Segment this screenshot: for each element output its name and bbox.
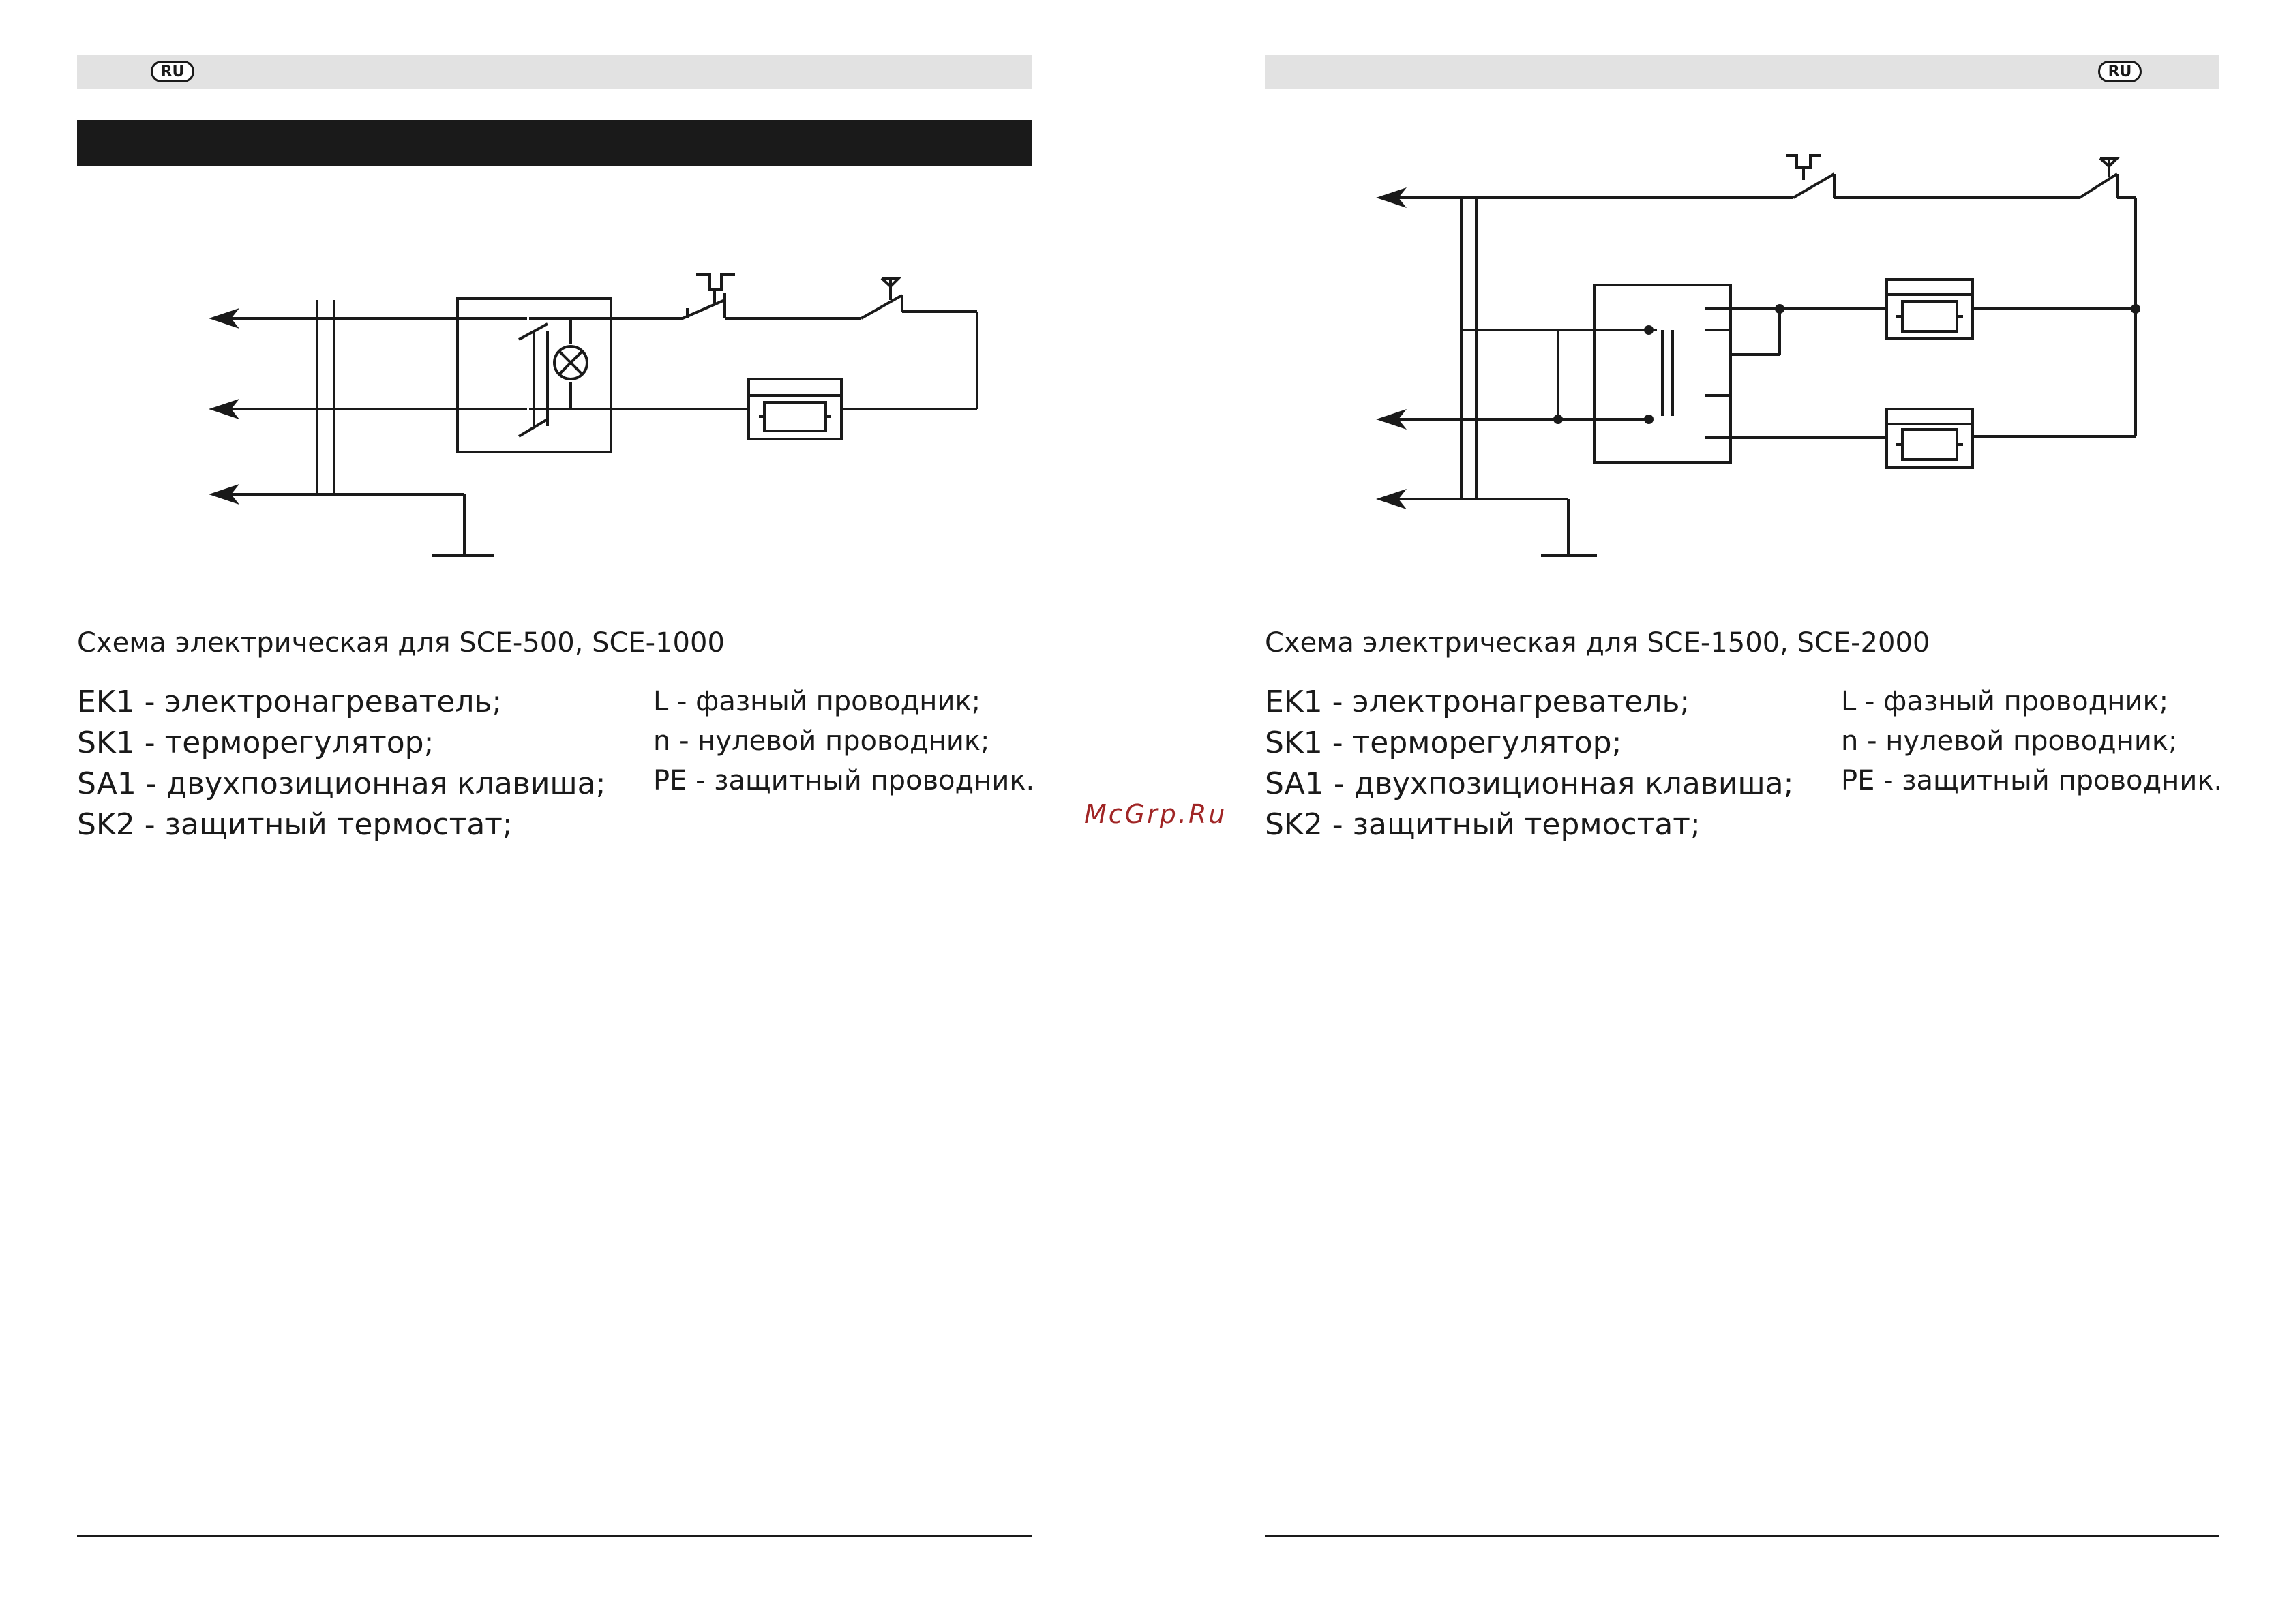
legend-item: L - фазный проводник; (1841, 686, 2169, 717)
legend-item: SK2 - защитный термостат; (77, 807, 513, 842)
wiring-diagram-left-icon (209, 273, 978, 557)
arrow-n-icon (1376, 409, 1407, 430)
arrow-l-icon (1376, 187, 1407, 208)
left-page: RU (77, 0, 1035, 1624)
legend-item: n - нулевой проводник; (1841, 725, 2178, 757)
legend-conductors: L - фазный проводник; n - нулевой провод… (1841, 682, 2223, 800)
watermark-text: McGrp.Ru (1084, 799, 1227, 829)
footer-rule (77, 1535, 1032, 1537)
diagram-caption: Схема электрическая для SCE-1500, SCE-20… (1265, 627, 1930, 659)
legend-item: EK1 - электронагреватель; (77, 685, 503, 719)
switch-box-sa1 (456, 297, 612, 453)
footer-rule (1265, 1535, 2219, 1537)
legend-item: L - фазный проводник; (653, 686, 981, 717)
switch-box-sa1 (1593, 284, 1732, 464)
legend-item: SK1 - терморегулятор; (77, 725, 434, 760)
diagram-caption: Схема электрическая для SCE-500, SCE-100… (77, 627, 725, 659)
legend-item: PE - защитный проводник. (1841, 765, 2223, 796)
legend-item: EK1 - электронагреватель; (1265, 685, 1690, 719)
protective-thermostat-sk2-icon (861, 294, 903, 320)
arrow-l-icon (209, 308, 239, 329)
legend-item: n - нулевой проводник; (653, 725, 990, 757)
language-badge: RU (151, 61, 194, 82)
legend-components: EK1 - электронагреватель; SK1 - терморег… (77, 682, 636, 845)
legend-item: SK2 - защитный термостат; (1265, 807, 1701, 842)
heater-ek1-bottom-icon (1885, 408, 1974, 469)
thermostat-sk1-icon (682, 299, 725, 320)
right-page: RU (1265, 0, 2222, 1624)
legend-item: SA1 - двухпозиционная клавиша; (77, 766, 606, 801)
legend-item: SK1 - терморегулятор; (1265, 725, 1622, 760)
legend-components: EK1 - электронагреватель; SK1 - терморег… (1265, 682, 1824, 845)
wiring-diagram-right-icon (1376, 154, 2140, 557)
indicator-lamp-icon (553, 345, 588, 380)
legend-conductors: L - фазный проводник; n - нулевой провод… (653, 682, 1035, 800)
arrow-n-icon (209, 399, 239, 419)
section-title-bar (77, 120, 1032, 166)
language-badge: RU (2098, 61, 2142, 82)
legend-item: PE - защитный проводник. (653, 765, 1035, 796)
legend-item: SA1 - двухпозиционная клавиша; (1265, 766, 1794, 801)
header-bar: RU (1265, 55, 2219, 89)
protective-thermostat-sk2-icon (2078, 172, 2119, 199)
header-bar: RU (77, 55, 1032, 89)
arrow-pe-icon (209, 484, 239, 505)
arrow-pe-icon (1376, 489, 1407, 509)
heater-ek1-top-icon (1885, 278, 1974, 340)
thermostat-sk1-icon (1792, 172, 1836, 199)
